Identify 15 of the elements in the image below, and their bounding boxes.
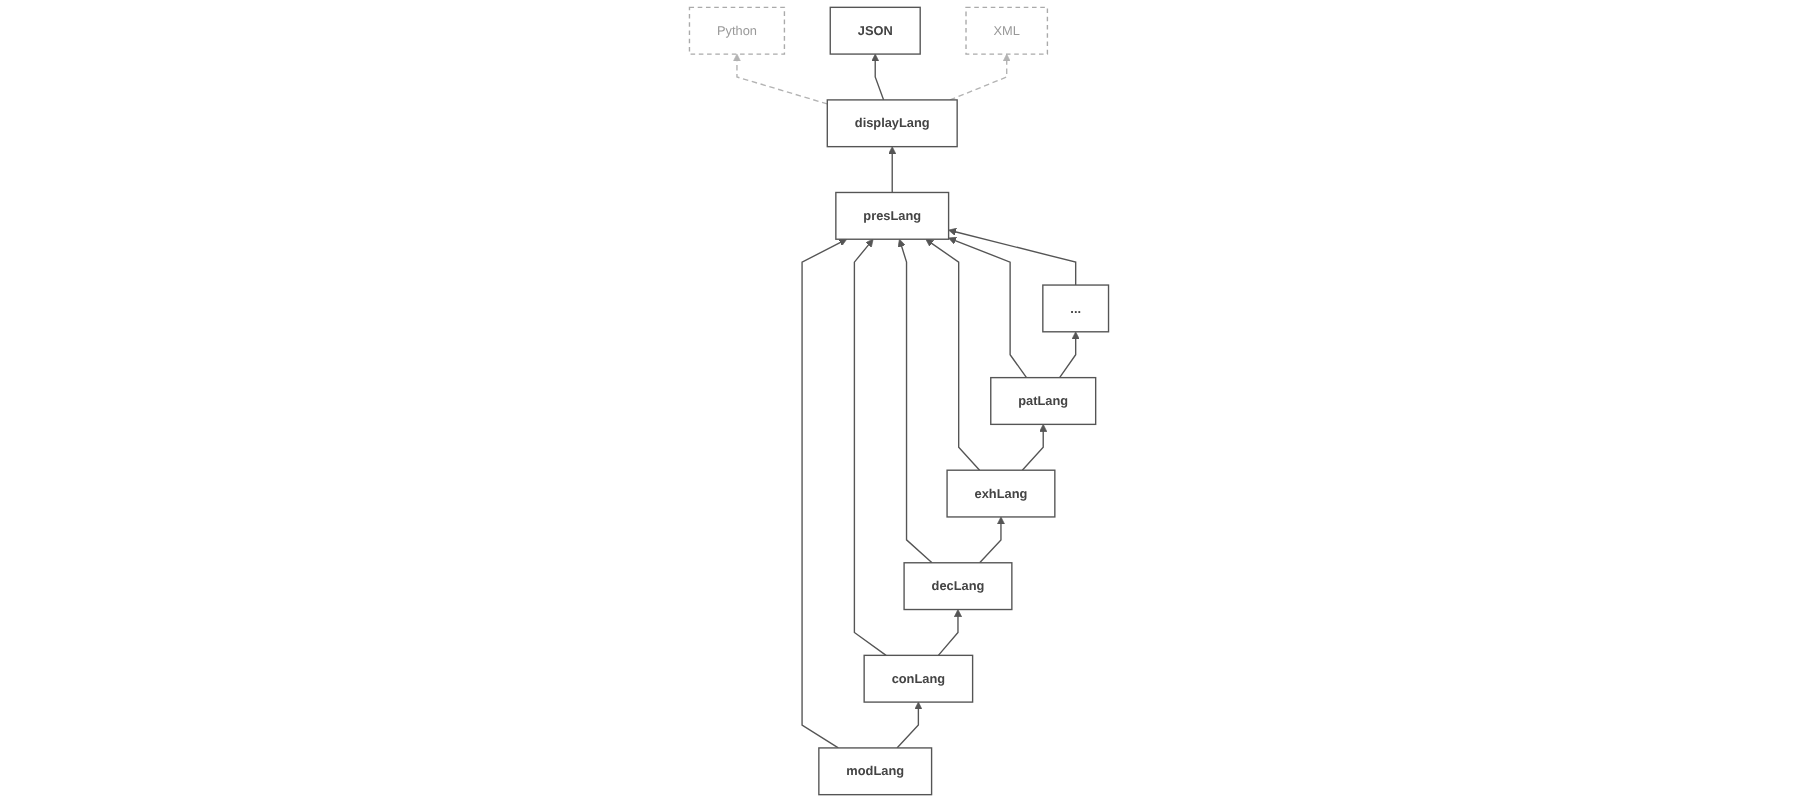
arrow: [979, 516, 1005, 564]
arrow: [896, 701, 923, 749]
arrow: [871, 53, 885, 101]
arrow: [888, 146, 897, 194]
arrow: [897, 238, 933, 564]
arrow: [937, 609, 962, 657]
arrow: [801, 238, 848, 749]
arrow: [732, 53, 828, 105]
arrow: [925, 238, 981, 471]
arrow: [1021, 424, 1048, 471]
arrow: [948, 236, 1028, 379]
arrow: [853, 238, 887, 657]
arrow: [1058, 331, 1080, 379]
arrow: [949, 53, 1011, 101]
arrow: [948, 227, 1077, 286]
